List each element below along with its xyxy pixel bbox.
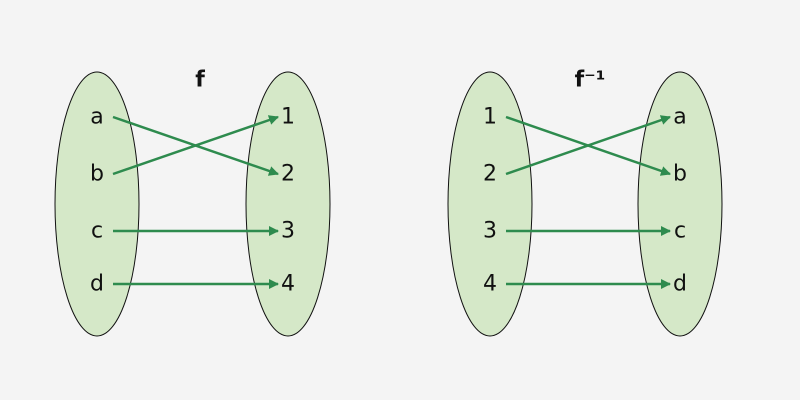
function-f-inverse-diagram: f⁻¹ 1 2 3 4 a b c d — [447, 68, 723, 337]
mapping-arrow — [505, 115, 671, 176]
domain-set-ellipse — [447, 71, 533, 337]
domain-element: 4 — [483, 272, 497, 297]
domain-element: 1 — [483, 105, 497, 130]
codomain-element: 4 — [281, 272, 295, 297]
codomain-element: 1 — [281, 105, 295, 130]
function-f-diagram: f a b c d 1 2 3 4 — [54, 68, 331, 337]
codomain-element: a — [673, 105, 686, 130]
diagram-title: f — [195, 68, 205, 93]
diagram-title: f⁻¹ — [575, 68, 606, 93]
codomain-element: 2 — [281, 162, 295, 187]
codomain-set-ellipse — [637, 71, 723, 337]
domain-element: b — [90, 162, 104, 187]
codomain-element: b — [673, 162, 687, 187]
codomain-element: 3 — [281, 219, 295, 244]
domain-set-ellipse — [54, 71, 140, 337]
codomain-element: c — [674, 219, 686, 244]
domain-element: c — [91, 219, 103, 244]
domain-element: a — [90, 105, 103, 130]
domain-element: 2 — [483, 162, 497, 187]
domain-element: d — [90, 272, 104, 297]
mapping-arrow — [112, 115, 279, 176]
codomain-element: d — [673, 272, 687, 297]
domain-element: 3 — [483, 219, 497, 244]
codomain-set-ellipse — [245, 71, 331, 337]
